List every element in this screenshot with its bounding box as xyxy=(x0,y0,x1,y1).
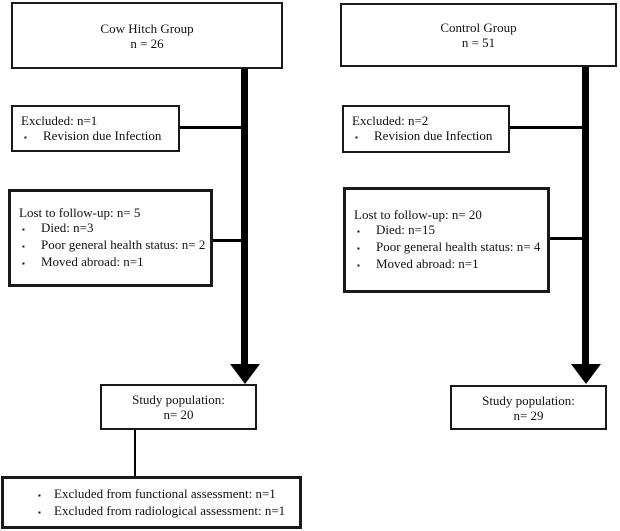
right-excluded-box: Excluded: n=2 ▪ Revision due Infection xyxy=(342,105,510,153)
list-item: ▪ Excluded from functional assessment: n… xyxy=(12,486,296,503)
bullet-icon: ▪ xyxy=(22,259,25,268)
control-group-box: Control Group n = 51 xyxy=(340,3,617,67)
list-item: ▪ Died: n=3 xyxy=(19,220,207,237)
list-item: ▪ Revision due Infection xyxy=(21,128,175,145)
assessment-exclusions-box: ▪ Excluded from functional assessment: n… xyxy=(1,476,302,529)
study-population-n: n= 20 xyxy=(163,407,194,422)
bullet-icon: ▪ xyxy=(38,490,41,500)
right-arrow-shaft-line xyxy=(582,67,589,364)
list-item-label: Revision due Infection xyxy=(43,127,162,143)
study-population-title: Study population: xyxy=(482,392,575,408)
excluded-title: Excluded: n=2 xyxy=(352,113,429,128)
lost-title: Lost to follow-up: n= 20 xyxy=(354,207,482,222)
bullet-icon: ▪ xyxy=(357,227,360,236)
bullet-icon: ▪ xyxy=(38,507,41,517)
cow-hitch-group-box: Cow Hitch Group n = 26 xyxy=(11,2,283,69)
list-item-label: Revision due Infection xyxy=(374,128,493,143)
lost-title: Lost to follow-up: n= 5 xyxy=(19,205,141,220)
bullet-icon: ▪ xyxy=(24,132,27,142)
right-lost-to-follow-up-box: Lost to follow-up: n= 20 ▪ Died: n=15 ▪ … xyxy=(343,187,550,293)
list-item: ▪ Poor general health status: n= 4 xyxy=(354,239,544,256)
group-n-value: n = 26 xyxy=(130,35,164,51)
left-excluded-connector-line xyxy=(180,126,242,129)
left-lost-to-follow-up-box: Lost to follow-up: n= 5 ▪ Died: n=3 ▪ Po… xyxy=(8,189,213,287)
list-item: ▪ Poor general health status: n= 2 xyxy=(19,237,207,254)
bullet-icon: ▪ xyxy=(355,133,358,142)
group-title: Control Group xyxy=(440,20,517,35)
right-excluded-connector-line xyxy=(510,126,583,129)
list-item: ▪ Revision due Infection xyxy=(352,128,505,145)
right-arrow-down-icon xyxy=(571,364,601,384)
list-item-label: Died: n=3 xyxy=(41,220,94,235)
list-item-label: Poor general health status: n= 4 xyxy=(376,239,541,254)
right-study-population-box: Study population: n= 29 xyxy=(450,385,607,430)
study-population-n: n= 29 xyxy=(513,407,544,423)
list-item: ▪ Moved abroad: n=1 xyxy=(354,256,544,273)
list-item-label: Moved abroad: n=1 xyxy=(376,256,479,271)
left-arrow-down-icon xyxy=(230,364,260,384)
bullet-icon: ▪ xyxy=(357,261,360,270)
excluded-title: Excluded: n=1 xyxy=(21,112,98,128)
list-item: ▪ Died: n=15 xyxy=(354,222,544,239)
list-item-label: Died: n=15 xyxy=(376,222,435,237)
study-to-assessment-connector-line xyxy=(134,430,136,476)
left-arrow-shaft-line xyxy=(241,69,248,364)
list-item-label: Poor general health status: n= 2 xyxy=(41,237,206,252)
left-excluded-box: Excluded: n=1 ▪ Revision due Infection xyxy=(11,105,180,152)
list-item-label: Excluded from functional assessment: n=1 xyxy=(54,485,276,501)
list-item: ▪ Excluded from radiological assessment:… xyxy=(12,503,296,520)
right-lost-connector-line xyxy=(550,237,583,240)
study-population-title: Study population: xyxy=(132,392,225,407)
bullet-icon: ▪ xyxy=(22,242,25,251)
left-study-population-box: Study population: n= 20 xyxy=(100,384,257,430)
bullet-icon: ▪ xyxy=(22,225,25,234)
group-title: Cow Hitch Group xyxy=(100,20,194,36)
list-item-label: Moved abroad: n=1 xyxy=(41,254,144,269)
left-lost-connector-line xyxy=(213,239,242,242)
group-n-value: n = 51 xyxy=(461,35,496,50)
bullet-icon: ▪ xyxy=(357,244,360,253)
list-item: ▪ Moved abroad: n=1 xyxy=(19,254,207,271)
list-item-label: Excluded from radiological assessment: n… xyxy=(54,502,286,518)
